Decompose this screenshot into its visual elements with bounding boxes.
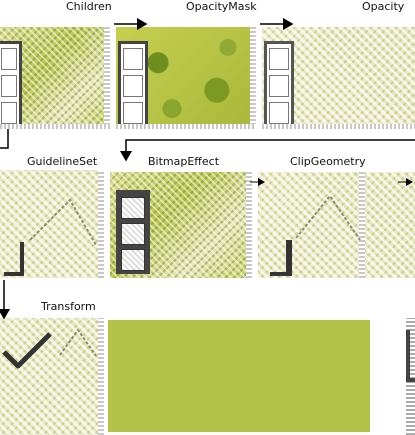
connector-left [0,129,8,148]
step-shape [4,242,24,276]
arrow-opacity-to-bitmap-effect [126,140,415,160]
check-mark-icon [4,334,50,366]
triangle-outline [60,330,96,356]
triangle-outline [296,196,360,240]
step-shape [270,240,292,276]
partial-frame [408,330,415,380]
triangle-outline [30,200,96,245]
